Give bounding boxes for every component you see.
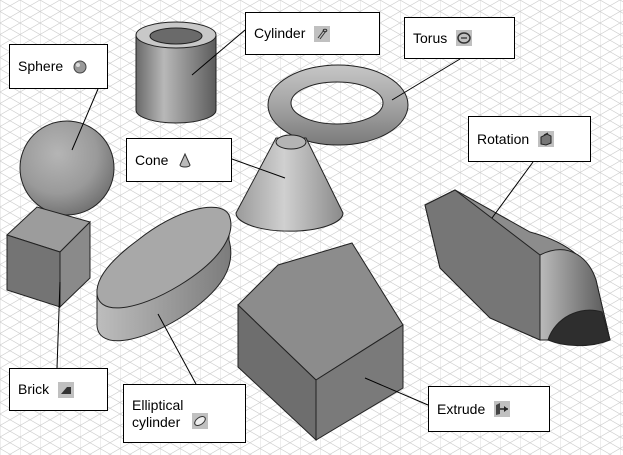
elliptical-cylinder-label-line1: Elliptical: [132, 396, 184, 413]
extrude-leader: [364, 377, 429, 406]
cone-solid: [235, 134, 344, 232]
extrude-icon: [494, 401, 511, 417]
rotation-label-text: Rotation: [477, 130, 530, 147]
rotation-leader: [491, 161, 534, 219]
rotation-label: Rotation: [468, 116, 591, 162]
elliptical-cylinder-label-line2: cylinder: [132, 413, 181, 430]
cone-leader: [231, 158, 286, 179]
leader-lines: [56, 29, 534, 406]
elliptical-cylinder-solid: [96, 206, 232, 342]
cone-label: Cone: [126, 138, 232, 182]
sphere-leader: [71, 88, 99, 151]
extrude-label: Extrude: [428, 386, 550, 432]
elliptical-cylinder-label: Elliptical cylinder: [123, 384, 246, 443]
sphere-icon: [73, 60, 87, 73]
extrude-solid: [237, 242, 404, 442]
cylinder-leader: [191, 29, 246, 76]
elliptical-cylinder-label-text: Elliptical cylinder: [132, 397, 183, 431]
elliptical-cylinder-leader: [157, 313, 197, 385]
rotation-solid: [424, 189, 611, 347]
brick-label: Brick: [9, 368, 108, 411]
cylinder-icon: [314, 25, 331, 42]
cylinder-label: Cylinder: [245, 12, 380, 55]
torus-label: Torus: [404, 17, 515, 59]
sphere-solid: [19, 120, 115, 216]
extrude-label-text: Extrude: [437, 400, 486, 417]
torus-label-text: Torus: [413, 29, 448, 46]
sphere-label-text: Sphere: [18, 58, 64, 74]
cylinder-solid: [135, 21, 217, 124]
cone-icon: [179, 152, 191, 168]
cylinder-label-text: Cylinder: [254, 25, 306, 41]
brick-solid: [6, 206, 91, 309]
brick-label-text: Brick: [18, 381, 50, 397]
brick-leader: [56, 281, 61, 369]
cone-label-text: Cone: [135, 151, 169, 168]
rotation-icon: [538, 131, 555, 147]
torus-icon: [456, 30, 473, 46]
elliptical-cylinder-icon: [192, 412, 209, 429]
sphere-label: Sphere: [9, 44, 108, 89]
torus-leader: [391, 58, 461, 101]
brick-icon: [58, 381, 75, 398]
